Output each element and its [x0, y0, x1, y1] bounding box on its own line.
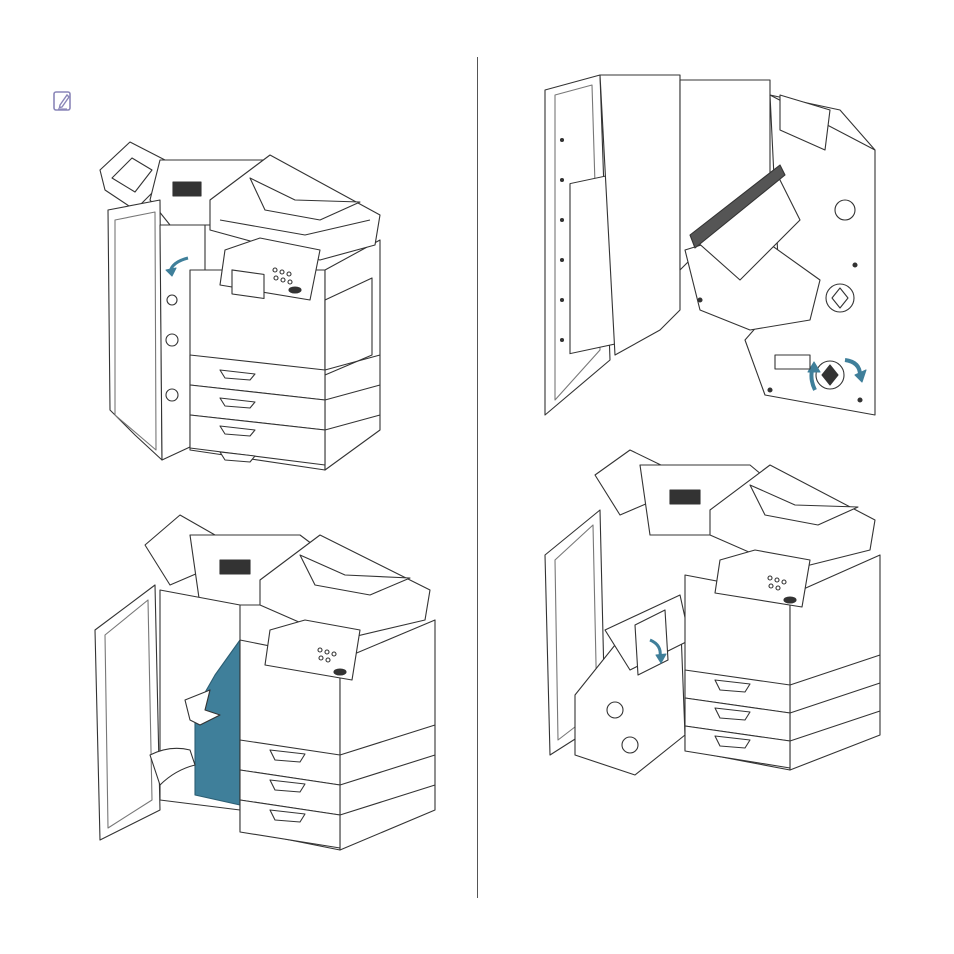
illustration-finisher-rotate-knob	[540, 70, 880, 420]
note-pencil-icon	[52, 90, 74, 112]
column-divider	[477, 57, 478, 898]
illustration-finisher-pulled-out	[540, 445, 885, 780]
illustration-printer-door-open	[90, 130, 390, 490]
illustration-finisher-highlight	[90, 510, 440, 870]
